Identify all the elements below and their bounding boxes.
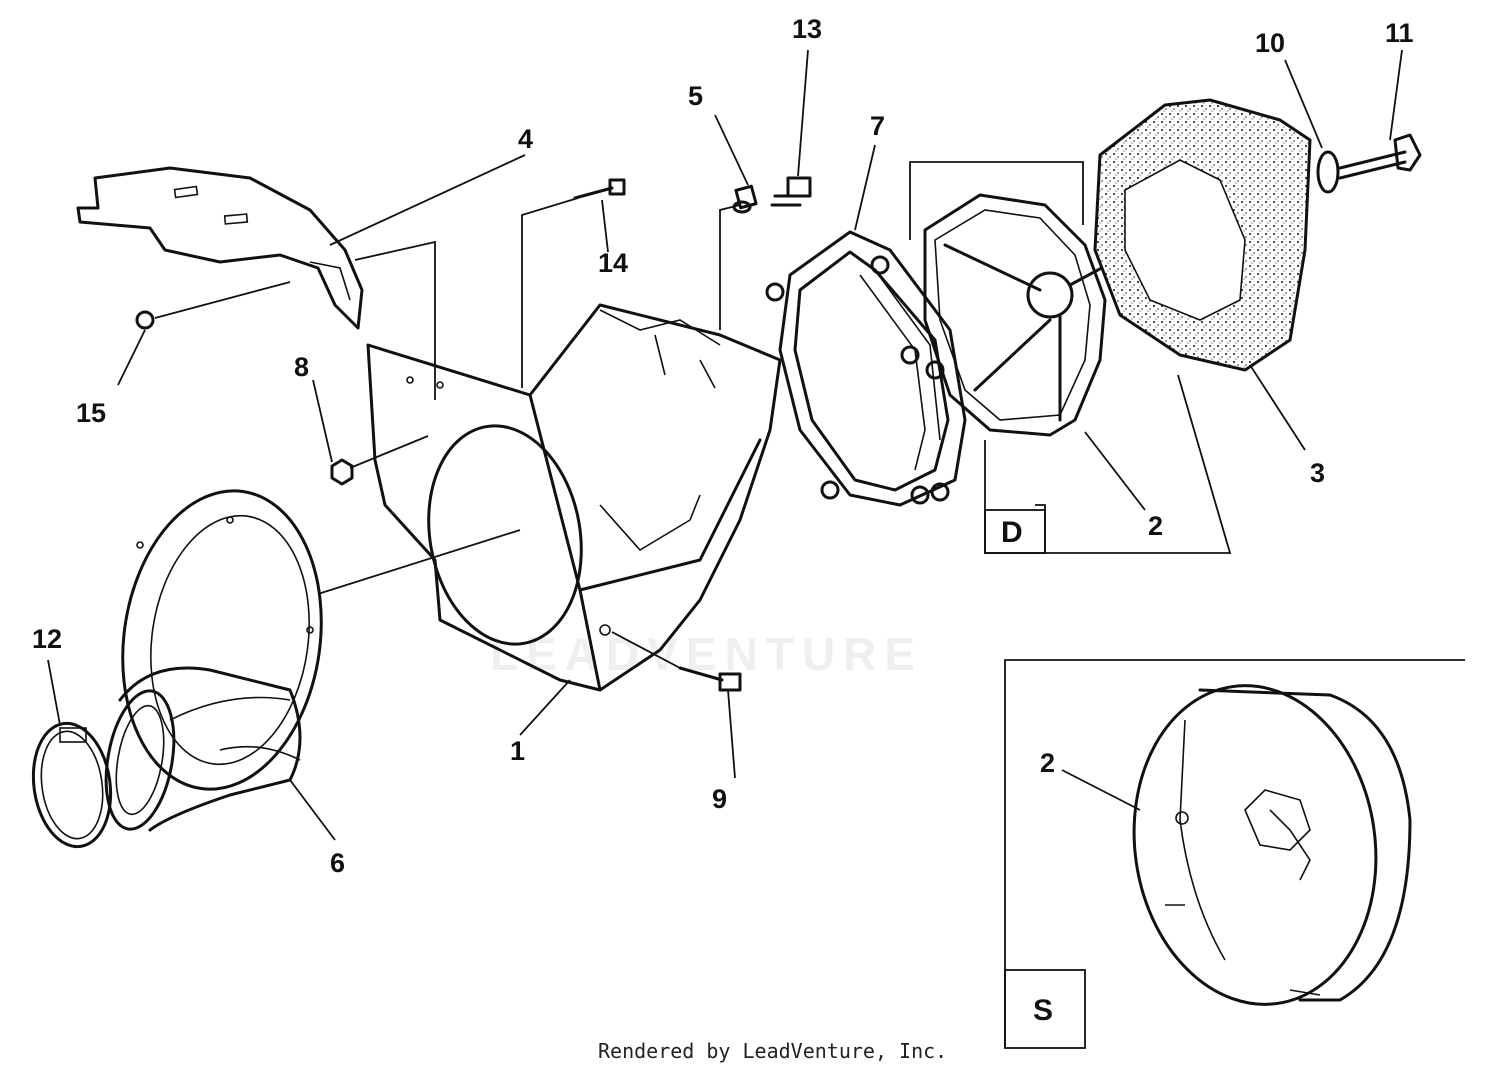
part-13-bolt [770,176,812,207]
callout-14: 14 [598,248,628,278]
callout-2-main: 2 [1148,511,1163,541]
part-7-base-plate [765,230,967,507]
part-11-wing-bolt [1338,133,1422,180]
callout-15: 15 [76,398,106,428]
part-14-screw [573,178,626,200]
part-8-nut [330,458,354,486]
detail-box-d [984,509,1046,554]
footer-credit: Rendered by LeadVenture, Inc. [598,1039,947,1063]
part-9-screw [678,666,742,692]
part-5-bolt [732,184,758,214]
box-label-d: D [1001,516,1023,549]
callout-10: 10 [1255,28,1285,58]
part-1-housing [366,303,782,692]
inset-part-2-cover [1132,684,1412,1006]
callout-6: 6 [330,848,345,878]
callout-4: 4 [518,124,533,154]
part-10-washer [1316,150,1340,194]
part-4-shield [76,166,364,330]
callout-11: 11 [1385,18,1414,48]
callout-labels: 1 2 2 3 4 5 6 7 8 9 10 11 12 13 14 15 [32,14,1414,878]
part-3-foam-filter [1093,98,1312,372]
callout-8: 8 [294,352,309,382]
part-15-nut [135,310,155,330]
callout-1: 1 [510,736,525,766]
callout-5: 5 [688,81,703,111]
inset-panel-s [1004,659,1465,1049]
part-12-clamp [31,721,113,849]
callout-13: 13 [792,14,822,44]
callout-12: 12 [32,624,62,654]
part-6-elbow [104,489,323,832]
leader-lines [47,49,1403,841]
box-label-s: S [1033,994,1053,1027]
callout-7: 7 [870,111,885,141]
callout-2-inset: 2 [1040,748,1055,778]
callout-3: 3 [1310,458,1325,488]
watermark-text: LEADVENTURE [490,628,923,680]
callout-9: 9 [712,784,727,814]
